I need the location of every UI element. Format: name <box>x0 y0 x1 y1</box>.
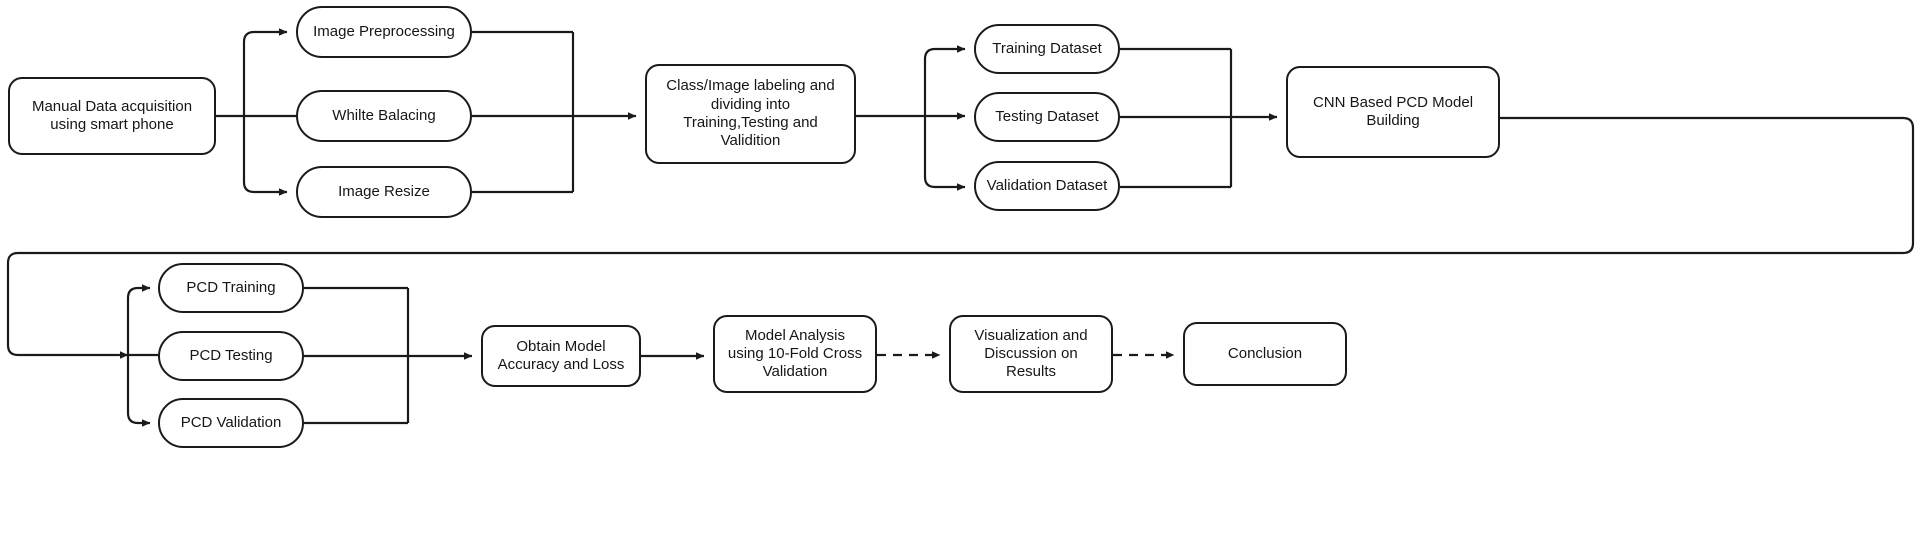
node-cnn-based-pcd-model-building[interactable]: CNN Based PCD Model Building <box>1286 66 1500 158</box>
node-label-image-resize: Image Resize <box>338 182 430 200</box>
node-label-model-analysis-cross-validation: Model Analysis using 10-Fold Cross Valid… <box>727 326 863 381</box>
node-label-pcd-training: PCD Training <box>186 278 276 296</box>
node-manual-data-acquisition[interactable]: Manual Data acquisition using smart phon… <box>8 77 216 155</box>
node-label-image-preprocessing: Image Preprocessing <box>313 22 455 40</box>
node-label-class-image-labeling: Class/Image labeling and dividing into T… <box>666 77 835 150</box>
node-image-preprocessing[interactable]: Image Preprocessing <box>296 6 472 58</box>
node-training-dataset[interactable]: Training Dataset <box>974 24 1120 74</box>
node-label-training-dataset: Training Dataset <box>992 39 1102 57</box>
node-label-manual-data-acquisition: Manual Data acquisition using smart phon… <box>31 97 193 133</box>
edge-fan-to-pcd-validation <box>126 355 151 427</box>
edge-fan-to-pcd-training <box>126 284 151 355</box>
node-label-testing-dataset: Testing Dataset <box>995 107 1099 125</box>
node-label-cnn-based-pcd-model-building: CNN Based PCD Model Building <box>1312 93 1474 129</box>
node-model-analysis-cross-validation[interactable]: Model Analysis using 10-Fold Cross Valid… <box>713 315 877 393</box>
node-pcd-training[interactable]: PCD Training <box>158 263 304 313</box>
node-label-white-balancing: Whilte Balacing <box>332 106 436 124</box>
node-image-resize[interactable]: Image Resize <box>296 166 472 218</box>
node-label-visualization-and-discussion: Visualization and Discussion on Results <box>974 326 1088 381</box>
node-label-pcd-validation: PCD Validation <box>180 413 282 431</box>
node-obtain-model-accuracy-and-loss[interactable]: Obtain Model Accuracy and Loss <box>481 325 641 387</box>
edge-manual-to-image-resize <box>242 116 288 196</box>
node-pcd-validation[interactable]: PCD Validation <box>158 398 304 448</box>
node-visualization-and-discussion[interactable]: Visualization and Discussion on Results <box>949 315 1113 393</box>
edge-cnn-model-wraparound <box>6 116 1915 357</box>
node-conclusion[interactable]: Conclusion <box>1183 322 1347 386</box>
edge-class-labeling-to-validation-dataset <box>923 116 966 191</box>
node-label-pcd-testing: PCD Testing <box>189 346 273 364</box>
node-label-validation-dataset: Validation Dataset <box>986 176 1108 194</box>
node-pcd-testing[interactable]: PCD Testing <box>158 331 304 381</box>
node-label-obtain-model-accuracy-and-loss: Obtain Model Accuracy and Loss <box>497 337 625 373</box>
node-validation-dataset[interactable]: Validation Dataset <box>974 161 1120 211</box>
node-white-balancing[interactable]: Whilte Balacing <box>296 90 472 142</box>
node-class-image-labeling[interactable]: Class/Image labeling and dividing into T… <box>645 64 856 164</box>
edge-class-labeling-to-training-dataset <box>923 45 966 116</box>
node-testing-dataset[interactable]: Testing Dataset <box>974 92 1120 142</box>
edge-manual-to-image-preprocessing <box>242 28 288 116</box>
node-label-conclusion: Conclusion <box>1227 344 1303 362</box>
